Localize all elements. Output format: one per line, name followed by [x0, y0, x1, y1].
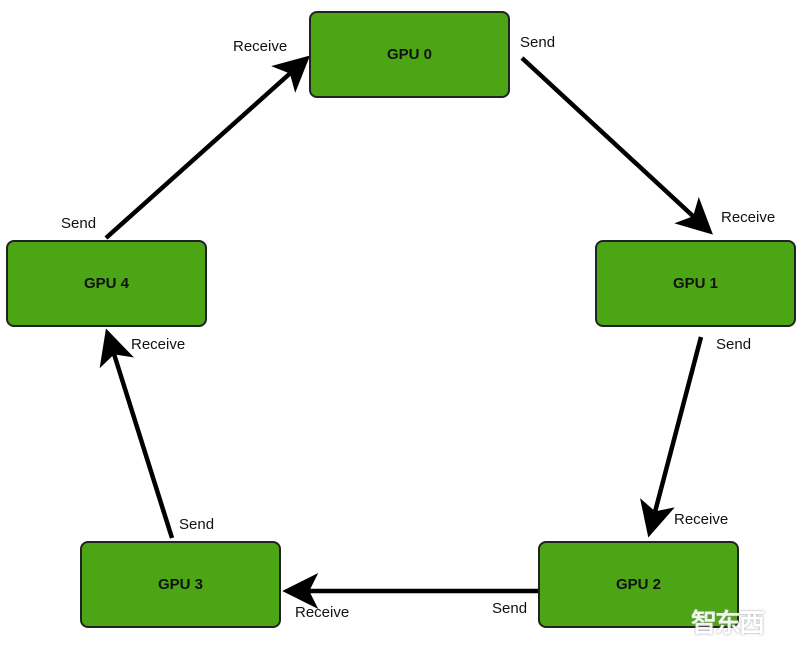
gpu-node-1: GPU 1: [595, 240, 796, 327]
gpu-node-3: GPU 3: [80, 541, 281, 628]
gpu-node-0: GPU 0: [309, 11, 510, 98]
send-label-gpu4: Send: [61, 215, 97, 232]
send-label-gpu3: Send: [179, 516, 215, 533]
watermark-logo: 智东西: [691, 608, 765, 638]
edge-gpu1-to-gpu2: [640, 336, 704, 538]
send-label-gpu2: Send: [492, 600, 528, 617]
receive-label-gpu3: Receive: [295, 604, 350, 621]
receive-label-gpu1: Receive: [721, 209, 776, 226]
edge-gpu0-to-gpu1: [520, 56, 713, 235]
gpu-node-2: GPU 2: [538, 541, 739, 628]
receive-label-gpu4: Receive: [131, 336, 186, 353]
gpu-node-4: GPU 4: [6, 240, 207, 327]
edge-gpu4-to-gpu0: [104, 55, 311, 240]
send-label-gpu0: Send: [520, 34, 556, 51]
send-label-gpu1: Send: [716, 336, 752, 353]
receive-label-gpu0: Receive: [233, 38, 288, 55]
receive-label-gpu2: Receive: [674, 511, 729, 528]
edge-gpu3-to-gpu4: [99, 328, 175, 539]
